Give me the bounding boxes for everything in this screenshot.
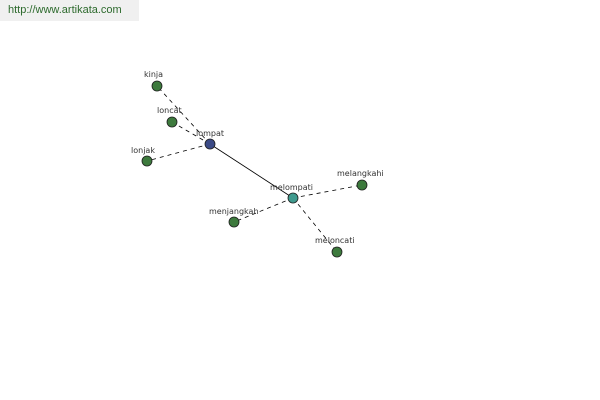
node-lompat[interactable] bbox=[204, 138, 216, 150]
node-meloncati[interactable] bbox=[331, 246, 343, 258]
node-menjangkah[interactable] bbox=[228, 216, 240, 228]
node-kinja[interactable] bbox=[151, 80, 163, 92]
node-label-lompat: lompat bbox=[196, 129, 224, 138]
node-label-menjangkah: menjangkah bbox=[209, 207, 259, 216]
node-label-kinja: kinja bbox=[144, 70, 163, 79]
edge-lompat-kinja bbox=[156, 85, 211, 145]
edge-lompat-melompati bbox=[209, 143, 294, 199]
edges-layer bbox=[146, 85, 363, 253]
edge-melompati-melangkahi bbox=[292, 184, 363, 199]
edge-melompati-meloncati bbox=[292, 197, 338, 253]
edge-melompati-menjangkah bbox=[233, 197, 294, 223]
node-melompati[interactable] bbox=[287, 192, 299, 204]
nodes-layer bbox=[141, 80, 368, 258]
edge-lompat-lonjak bbox=[146, 143, 211, 162]
node-label-loncat: loncat bbox=[157, 106, 182, 115]
node-lonjak[interactable] bbox=[141, 155, 153, 167]
node-loncat[interactable] bbox=[166, 116, 178, 128]
labels-layer: lompat melompati kinja loncat lonjak melangka… bbox=[131, 70, 384, 245]
node-melangkahi[interactable] bbox=[356, 179, 368, 191]
node-label-melangkahi: melangkahi bbox=[337, 169, 384, 178]
node-label-meloncati: meloncati bbox=[315, 236, 355, 245]
site-watermark: http://www.artikata.com bbox=[0, 0, 139, 21]
node-label-melompati: melompati bbox=[270, 183, 313, 192]
node-label-lonjak: lonjak bbox=[131, 146, 155, 155]
